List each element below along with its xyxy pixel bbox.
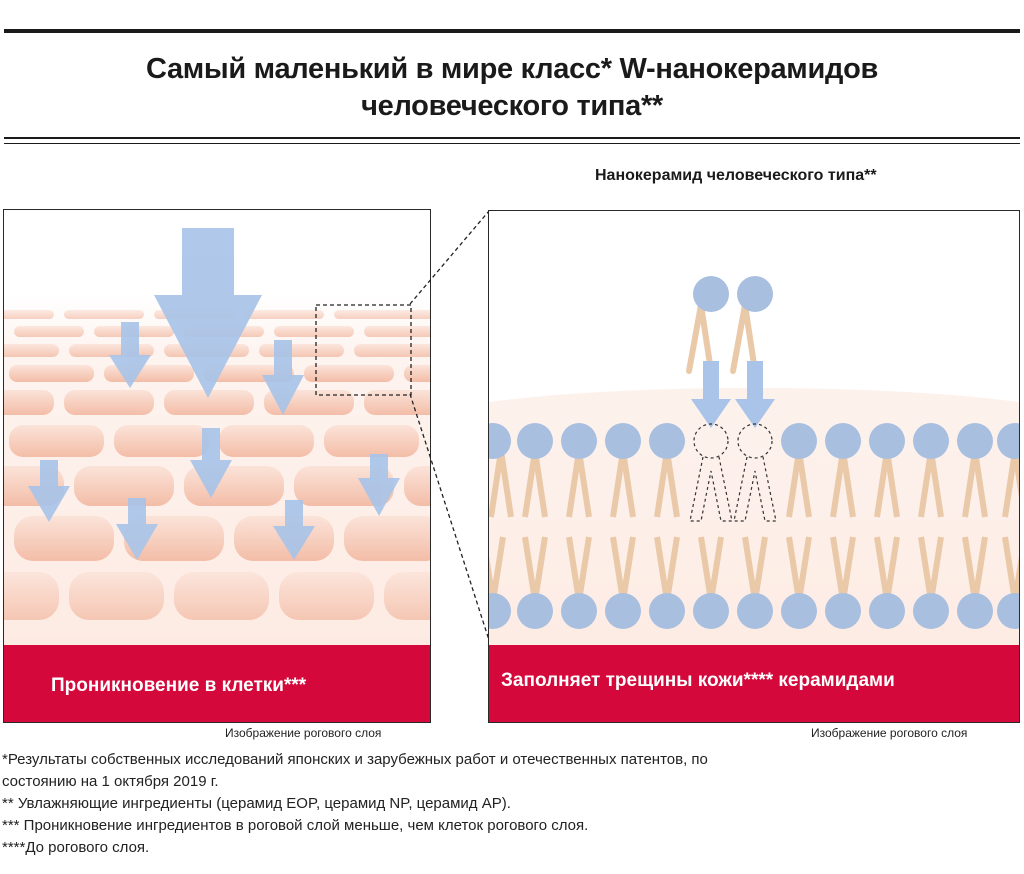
penetration-banner: Проникновение в клетки*** xyxy=(4,645,430,722)
title-line-1: Самый маленький в мире класс* W-нанокера… xyxy=(145,53,879,85)
zoom-region-box xyxy=(315,304,412,396)
footnote-line: ** Увлажняющие ингредиенты (церамид EOP,… xyxy=(2,795,511,812)
footnote-line: *Результаты собственных исследований япо… xyxy=(2,751,708,768)
penetration-banner-text: Проникновение в клетки*** xyxy=(51,675,307,696)
left-panel-caption: Изображение рогового слоя xyxy=(225,726,382,740)
top-rule xyxy=(4,29,1020,33)
fills-cracks-banner-text: Заполняет трещины кожи**** керамидами xyxy=(501,670,895,691)
stratum-corneum-panel: Проникновение в клетки*** xyxy=(3,209,431,723)
lipid-bilayer-illustration xyxy=(489,211,1019,645)
insertion-arrows xyxy=(691,361,775,428)
zoom-label: Нанокерамид человеческого типа** xyxy=(595,167,877,184)
down-arrow xyxy=(691,361,731,428)
footnote-line: ****До рогового слоя. xyxy=(2,839,150,856)
small-down-arrow xyxy=(116,498,158,560)
large-down-arrow xyxy=(154,228,262,398)
small-down-arrow xyxy=(28,460,70,522)
small-down-arrow xyxy=(358,454,400,516)
small-down-arrow xyxy=(273,500,315,560)
small-down-arrow xyxy=(109,322,151,388)
lower-lipid-row xyxy=(489,536,1019,629)
page-title: Самый маленький в мире класс* W-нанокера… xyxy=(0,51,1024,125)
fills-cracks-banner: Заполняет трещины кожи**** керамидами xyxy=(489,645,1019,722)
cell-layer-illustration xyxy=(4,228,430,645)
penetration-arrows xyxy=(28,228,400,560)
footnotes: *Результаты собственных исследований япо… xyxy=(2,749,1012,859)
title-underline-thin xyxy=(4,143,1020,144)
upper-lipid-row xyxy=(489,423,1019,522)
footnote-line: *** Проникновение ингредиентов в роговой… xyxy=(2,817,589,834)
title-line-2: человеческого типа** xyxy=(361,90,663,122)
footnote-line: состоянию на 1 октября 2019 г. xyxy=(2,773,219,790)
free-nanoceramide-molecules xyxy=(686,276,773,374)
right-panel-caption: Изображение рогового слоя xyxy=(811,726,968,740)
down-arrow xyxy=(735,361,775,428)
lipid-bilayer-panel: Заполняет трещины кожи**** керамидами xyxy=(488,210,1020,723)
crack-placeholders xyxy=(689,423,777,522)
title-underline-thick xyxy=(4,137,1020,139)
small-down-arrow xyxy=(262,340,304,415)
small-down-arrow xyxy=(190,428,232,498)
